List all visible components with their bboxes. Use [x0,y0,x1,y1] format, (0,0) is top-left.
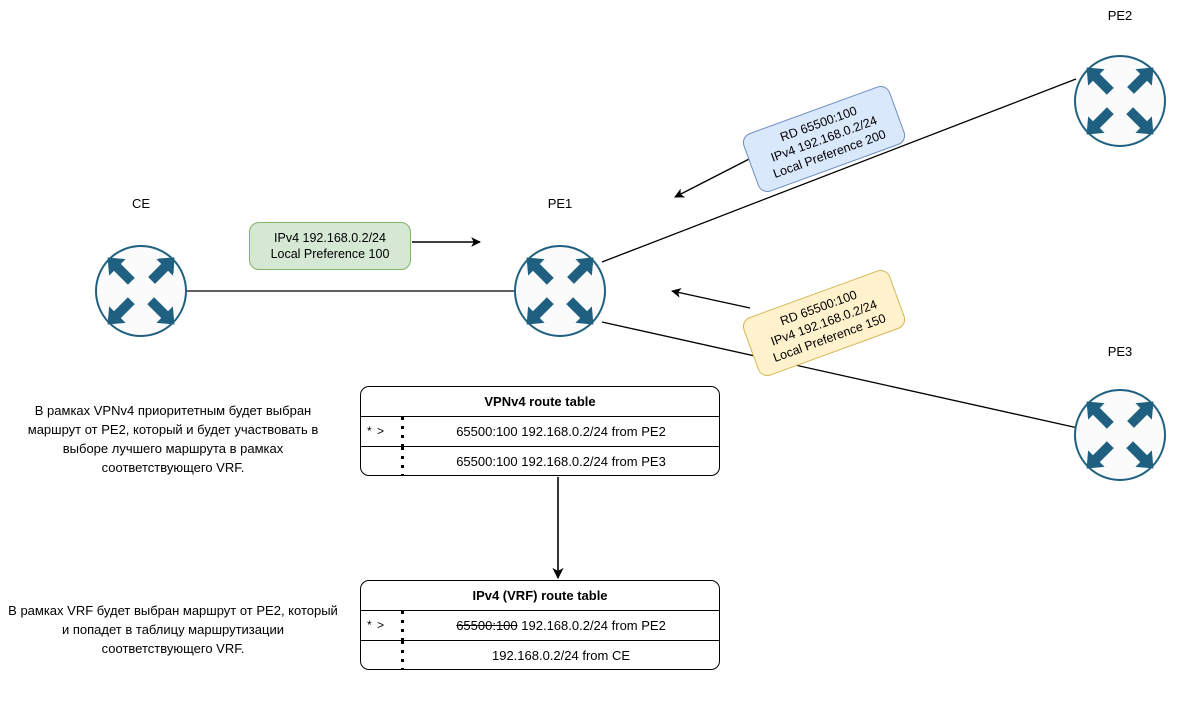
vrf-row1-struck-rd: 65500:100 [456,618,518,633]
vpnv4-route-table: VPNv4 route table * > 65500:100 192.168.… [360,386,720,476]
callout-ce-line1: IPv4 192.168.0.2/24 [274,231,386,245]
router-label-pe1: PE1 [547,196,573,211]
table-row[interactable]: * > 65500:100 192.168.0.2/24 from PE2 [361,417,719,446]
note-vpnv4: В рамках VPNv4 приоритетным будет выбран… [27,403,319,475]
vpnv4-row1-text: 65500:100 192.168.0.2/24 from PE2 [456,424,666,439]
vrf-row2-text: 192.168.0.2/24 from CE [491,648,631,663]
link-pe1-pe3 [601,321,1079,429]
row-divider-dots [401,611,404,640]
vrf-row1-mark: * > [367,618,386,632]
vrf-row1-route: 192.168.0.2/24 from PE2 [521,618,666,633]
arrow-pe3-advert-to-pe1 [671,288,751,309]
callout-ce-line2: Local Preference 100 [270,247,390,261]
vrf-table-header: IPv4 (VRF) route table [361,581,719,611]
vpnv4-table-header: VPNv4 route table [361,387,719,417]
vrf-row1-text: 65500:100 192.168.0.2/24 from PE2 [407,611,715,640]
row-divider-dots [401,641,404,669]
router-label-pe2: PE2 [1107,8,1133,23]
vpnv4-row1-mark: * > [367,424,386,438]
row-divider-dots [401,447,404,475]
vrf-route-table: IPv4 (VRF) route table * > 65500:100 192… [360,580,720,670]
router-arrows-icon [1086,401,1154,469]
link-pe1-pe2 [601,78,1077,263]
router-arrows-icon [107,257,175,325]
note-vrf: В рамках VRF будет выбран маршрут от PE2… [8,603,338,656]
router-pe1[interactable] [514,245,606,337]
table-row[interactable]: 65500:100 192.168.0.2/24 from PE3 [361,446,719,475]
router-label-ce: CE [131,196,151,211]
vpnv4-row2-text: 65500:100 192.168.0.2/24 from PE3 [456,454,666,469]
table-row[interactable]: * > 65500:100 192.168.0.2/24 from PE2 [361,611,719,640]
router-pe3[interactable] [1074,389,1166,481]
callout-ce-advertisement[interactable]: IPv4 192.168.0.2/24 Local Preference 100 [249,222,411,270]
row-divider-dots [401,417,404,446]
router-ce[interactable] [95,245,187,337]
router-arrows-icon [1086,67,1154,135]
router-pe2[interactable] [1074,55,1166,147]
table-row[interactable]: 192.168.0.2/24 from CE [361,640,719,669]
router-arrows-icon [526,257,594,325]
arrow-pe2-advert-to-pe1 [674,154,758,198]
router-label-pe3: PE3 [1107,344,1133,359]
